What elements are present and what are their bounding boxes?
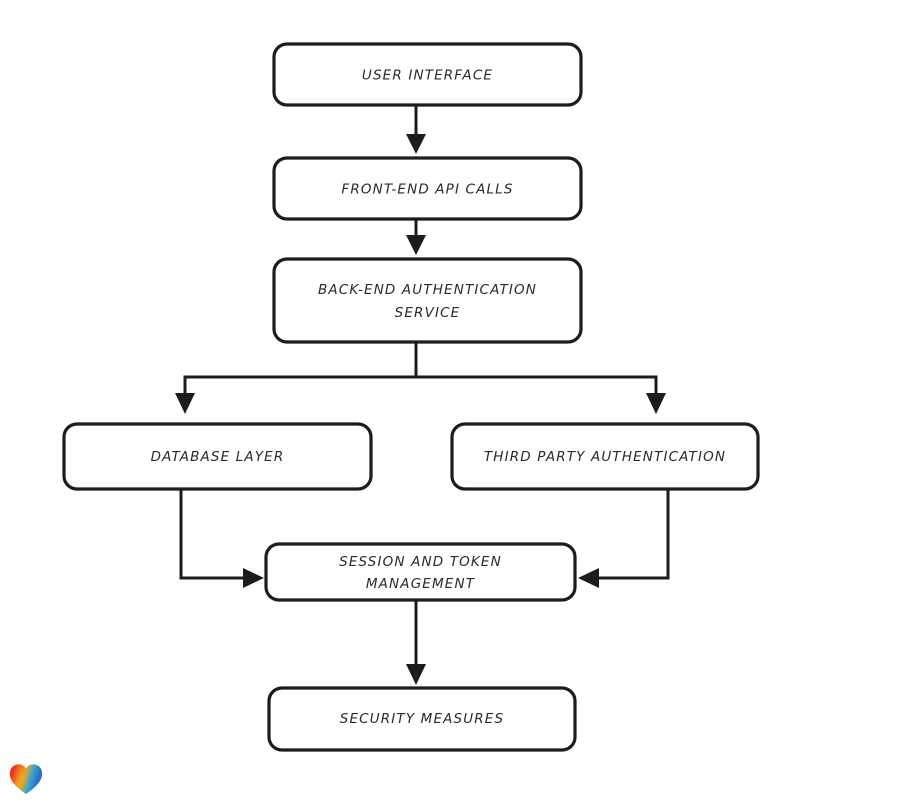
arrow-head-icon <box>646 393 666 414</box>
node-session-and-token-management[interactable]: SESSION AND TOKEN MANAGEMENT <box>264 542 577 602</box>
edge-line <box>416 375 658 396</box>
node-label: USER INTERFACE <box>362 68 493 84</box>
node-shape[interactable] <box>264 542 577 602</box>
edge-api-to-auth <box>406 219 426 255</box>
edge-thirdparty-to-session <box>578 489 670 588</box>
node-user-interface[interactable]: USER INTERFACE <box>272 42 583 107</box>
heart-icon <box>9 764 43 794</box>
node-shape[interactable] <box>62 422 373 491</box>
edge-database-to-session <box>179 489 264 588</box>
edge-line <box>596 489 670 580</box>
node-shape[interactable] <box>272 257 583 344</box>
node-shape[interactable] <box>450 422 760 491</box>
edge-ui-to-api <box>406 105 426 154</box>
node-security-measures[interactable]: SECURITY MEASURES <box>267 686 577 752</box>
node-label-line-1: SESSION AND TOKEN <box>339 554 502 570</box>
arrow-head-icon <box>243 568 264 588</box>
node-label: THIRD PARTY AUTHENTICATION <box>484 449 726 465</box>
node-third-party-authentication[interactable]: THIRD PARTY AUTHENTICATION <box>450 422 760 491</box>
heart-shape-overlay <box>9 764 43 794</box>
arrow-head-icon <box>175 393 195 414</box>
edge-session-to-security <box>406 600 426 685</box>
node-shape[interactable] <box>267 686 577 752</box>
node-label-line-2: SERVICE <box>395 305 461 321</box>
arrow-head-icon <box>406 235 426 255</box>
node-label: FRONT-END API CALLS <box>341 182 513 198</box>
edge-line <box>183 342 418 396</box>
arrow-head-icon <box>406 664 426 685</box>
edge-auth-to-database <box>175 342 418 414</box>
node-front-end-api-calls[interactable]: FRONT-END API CALLS <box>272 156 583 221</box>
node-shape[interactable] <box>272 42 583 107</box>
edge-line <box>179 489 246 580</box>
node-shape[interactable] <box>272 156 583 221</box>
edge-auth-to-thirdparty <box>416 375 666 414</box>
node-label-line-2: MANAGEMENT <box>366 576 476 592</box>
node-database-layer[interactable]: DATABASE LAYER <box>62 422 373 491</box>
node-label: DATABASE LAYER <box>151 449 285 465</box>
arrow-head-icon <box>406 134 426 154</box>
arrow-head-icon <box>578 568 599 588</box>
node-label: SECURITY MEASURES <box>340 711 504 727</box>
node-label-line-1: BACK-END AUTHENTICATION <box>318 282 537 298</box>
node-back-end-authentication-service[interactable]: BACK-END AUTHENTICATION SERVICE <box>272 257 583 344</box>
